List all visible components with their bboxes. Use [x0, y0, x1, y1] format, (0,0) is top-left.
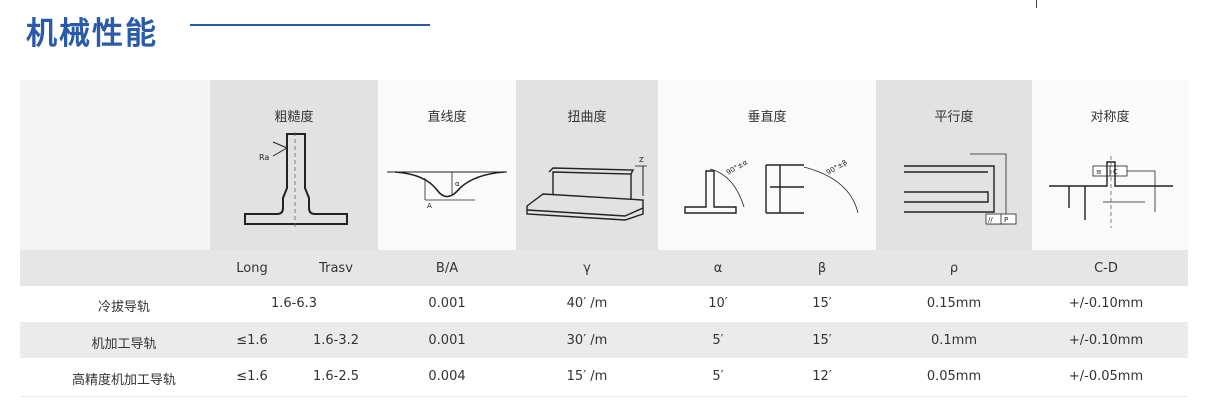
row-ba: 0.004 — [428, 369, 466, 384]
col-bg-twist — [516, 80, 658, 250]
row-trasv: 1.6-2.5 — [312, 369, 360, 384]
table-row — [20, 358, 1188, 394]
mechanical-properties-table: 粗糙度 直线度 扭曲度 垂直度 平行度 对称度 Ra α A Z — [20, 80, 1188, 398]
section-title: 机械性能 — [26, 16, 158, 52]
title-underline — [190, 24, 430, 26]
twist-diagram: Z — [526, 156, 647, 221]
row-long: ≤1.6 — [236, 369, 268, 384]
straightness-diagram: α A — [387, 171, 507, 210]
sym-tag-label: ≡ — [1096, 168, 1102, 176]
angle-beta-label: 90°±β — [825, 158, 849, 176]
straightness-a-label: A — [427, 202, 432, 210]
col-bg-straightness — [378, 80, 516, 250]
row-rho: 0.05mm — [926, 369, 982, 384]
twist-z-label: Z — [639, 156, 644, 164]
row-alpha: 5′ — [712, 333, 724, 348]
row-ba: 0.001 — [428, 333, 466, 348]
col-bg-label — [20, 80, 210, 250]
header-parallelism: 平行度 — [934, 110, 974, 125]
row-alpha: 10′ — [708, 296, 728, 311]
col-bg-symmetry — [1032, 80, 1188, 250]
ra-label: Ra — [259, 153, 269, 162]
roughness-diagram: Ra — [244, 132, 348, 230]
row-gamma: 30′ /m — [566, 333, 608, 348]
row-beta: 15′ — [812, 333, 832, 348]
col-bg-roughness — [210, 80, 378, 250]
row-roughness: 1.6-6.3 — [270, 296, 318, 311]
subheader-long: Long — [236, 261, 268, 276]
subheader-gamma: γ — [583, 261, 591, 276]
table-row — [20, 322, 1188, 358]
row-name: 高精度机加工导轨 — [71, 373, 177, 388]
header-perpendicularity: 垂直度 — [747, 110, 787, 125]
par-p-label: P — [1004, 216, 1008, 224]
corner-tick — [1036, 0, 1037, 8]
subheader-ba: B/A — [435, 261, 459, 276]
subheader-cd: C-D — [1094, 261, 1118, 276]
subheader-trasv: Trasv — [319, 261, 353, 276]
straightness-alpha-label: α — [455, 180, 460, 188]
symmetry-diagram: ≡ C — [1049, 156, 1173, 228]
table-bottom-border — [20, 396, 1188, 397]
row-cd: +/-0.05mm — [1068, 369, 1144, 384]
row-rho: 0.15mm — [926, 296, 982, 311]
row-cd: +/-0.10mm — [1068, 333, 1144, 348]
row-ba: 0.001 — [428, 296, 466, 311]
table-row — [20, 286, 1188, 322]
angle-alpha-label: 90°±α — [725, 158, 749, 177]
header-twist: 扭曲度 — [567, 110, 607, 125]
row-name: 冷拔导轨 — [97, 300, 151, 315]
row-name: 机加工导轨 — [91, 337, 157, 352]
row-cd: +/-0.10mm — [1068, 296, 1144, 311]
row-gamma: 15′ /m — [566, 369, 608, 384]
row-trasv: 1.6-3.2 — [312, 333, 360, 348]
row-beta: 12′ — [812, 369, 832, 384]
par-tag-label: // — [988, 216, 993, 224]
row-gamma: 40′ /m — [566, 296, 608, 311]
subheader-row — [20, 250, 1188, 286]
row-long: ≤1.6 — [236, 333, 268, 348]
row-beta: 15′ — [812, 296, 832, 311]
row-rho: 0.1mm — [930, 333, 978, 348]
header-roughness: 粗糙度 — [274, 110, 314, 125]
row-alpha: 5′ — [712, 369, 724, 384]
parallelism-diagram: // P — [904, 153, 1017, 225]
header-symmetry: 对称度 — [1090, 110, 1130, 125]
subheader-alpha: α — [713, 261, 723, 276]
subheader-rho: ρ — [949, 261, 959, 276]
subheader-beta: β — [817, 261, 827, 276]
perpendicularity-diagram: 90°±α 90°±β — [684, 158, 859, 214]
header-straightness: 直线度 — [427, 110, 467, 125]
